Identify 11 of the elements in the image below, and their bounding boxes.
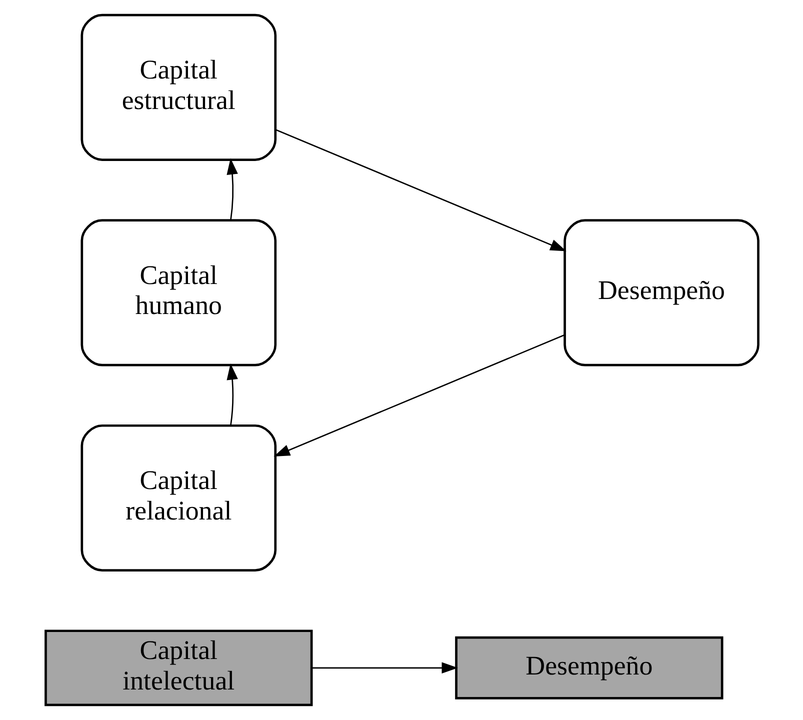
node-box: Capital humano (80, 219, 276, 366)
arrow (275, 129, 566, 252)
arrow (226, 158, 238, 220)
node-box: Desempeño (563, 219, 759, 366)
node-box: Capital intelectual (44, 630, 312, 706)
arrow (311, 662, 458, 674)
node-box: Capital relacional (80, 424, 276, 572)
node-box: Capital estructural (80, 14, 276, 161)
node-box: Desempeño (454, 636, 723, 700)
arrow (273, 334, 564, 457)
arrow (226, 364, 238, 426)
